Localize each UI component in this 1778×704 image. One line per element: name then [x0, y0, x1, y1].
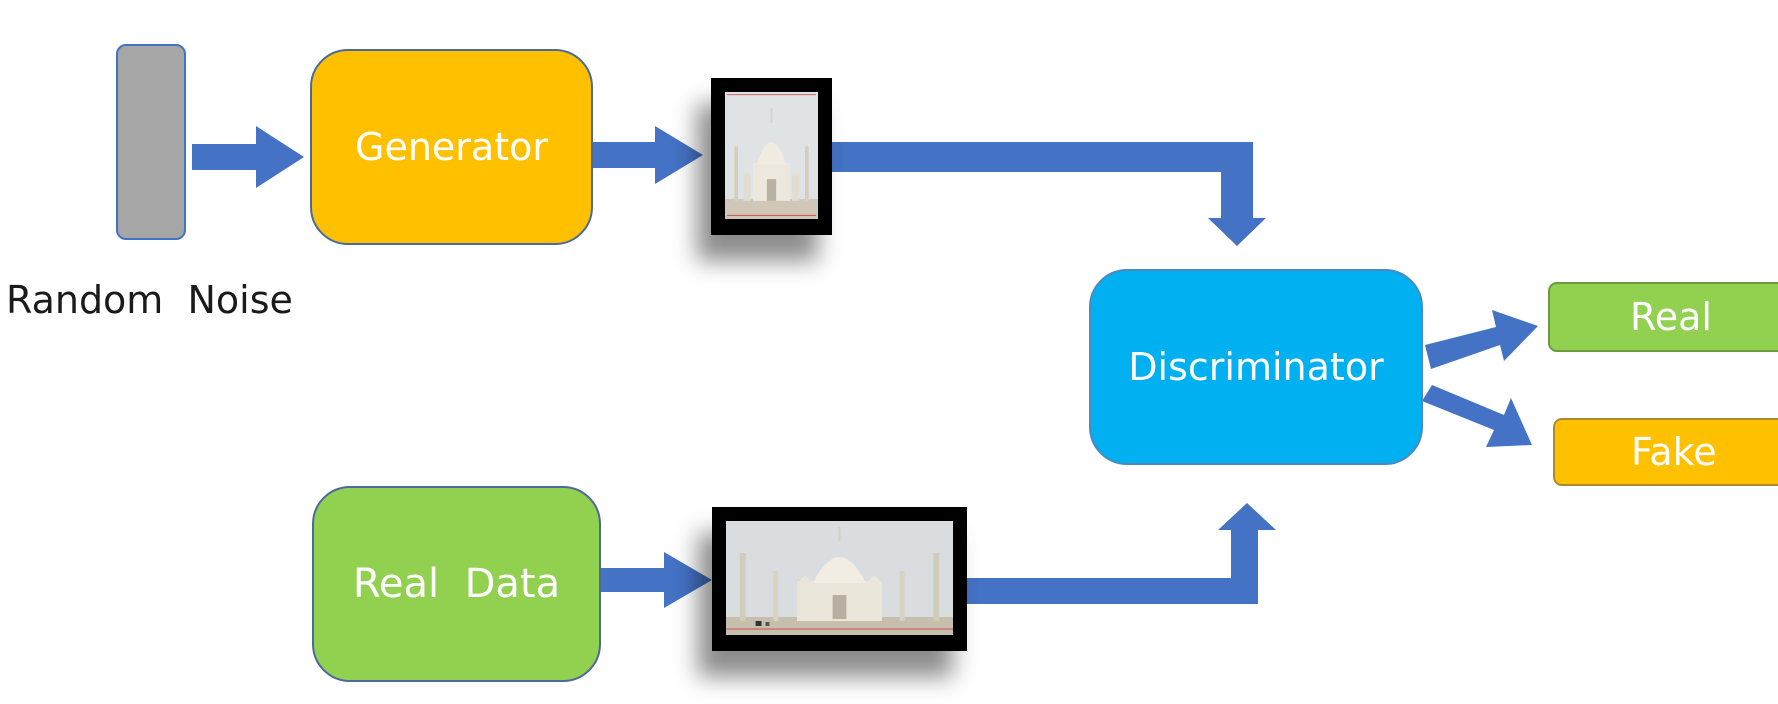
taj-mahal-generated-image-icon [725, 92, 818, 219]
arrow-discriminator-to-fake [1422, 385, 1532, 447]
arrow-generated-image-to-discriminator [832, 142, 1266, 246]
arrow-noise-to-generator [192, 126, 304, 188]
discriminator-box: Discriminator [1089, 269, 1423, 465]
output-fake-box: Fake [1553, 418, 1778, 486]
arrow-generator-to-image [593, 126, 703, 184]
random-noise-block [116, 44, 186, 240]
generator-label: Generator [355, 125, 548, 169]
discriminator-label: Discriminator [1128, 345, 1384, 389]
generated-image-frame [711, 78, 832, 235]
real-data-label: Real Data [352, 561, 561, 607]
arrow-discriminator-to-real [1425, 310, 1538, 369]
output-fake-label: Fake [1631, 430, 1717, 474]
taj-mahal-real-image-icon [726, 521, 953, 635]
random-noise-label: Random Noise [6, 278, 293, 322]
generator-box: Generator [310, 49, 593, 245]
arrow-real-image-to-discriminator [967, 503, 1276, 604]
arrow-realdata-to-image [601, 552, 712, 608]
real-image-frame [712, 507, 967, 651]
output-real-label: Real [1630, 295, 1712, 339]
output-real-box: Real [1548, 282, 1778, 352]
real-data-box: Real Data [312, 486, 601, 682]
